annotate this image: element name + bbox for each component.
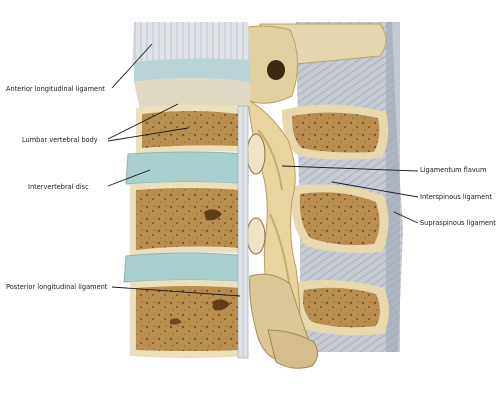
lower-process	[267, 329, 318, 369]
spinous-process-2	[291, 184, 389, 254]
label-supraspinous-ligament: Supraspinous ligament	[420, 219, 496, 227]
leader-ligamentum-flavum	[281, 165, 419, 172]
lumbar-vertebral-body-2	[130, 182, 246, 256]
spinous-process-1	[282, 104, 389, 160]
spinous-process-3	[295, 280, 389, 336]
supraspinous-edge	[386, 22, 400, 352]
label-posterior-longitudinal-ligament: Posterior longitudinal ligament	[6, 283, 108, 291]
leader-supraspinous-ligament	[393, 211, 419, 224]
intervertebral-disc-2	[123, 252, 249, 283]
foramen-upper	[267, 60, 285, 80]
leader-posterior-longitudinal-ligament	[111, 286, 241, 297]
lumbar-vertebral-body-1	[136, 105, 246, 154]
label-intervertebral-disc: Intervertebral disc	[28, 183, 89, 191]
label-ligamentum-flavum: Ligamentum flavum	[420, 166, 487, 174]
lumbar-vertebral-body-3	[130, 280, 246, 358]
intervertebral-foramen-2	[246, 217, 266, 255]
intervertebral-disc-1	[125, 151, 249, 185]
label-lumbar-vertebral-body: Lumbar vertebral body	[22, 136, 98, 144]
anterior-longitudinal-ligament	[132, 22, 250, 64]
posterior-longitudinal-ligament	[237, 105, 249, 359]
leader-lumbar-vertebral-body-b	[107, 127, 189, 142]
label-interspinous-ligament: Interspinous ligament	[420, 193, 492, 201]
leader-lines	[107, 43, 419, 297]
leader-anterior-longitudinal-ligament	[111, 43, 153, 89]
leader-interspinous-ligament	[331, 181, 419, 198]
leader-intervertebral-disc	[107, 169, 151, 187]
leader-lumbar-vertebral-body-a	[107, 103, 179, 140]
label-anterior-longitudinal-ligament: Anterior longitudinal ligament	[6, 85, 105, 93]
intervertebral-foramen-1	[246, 133, 266, 175]
